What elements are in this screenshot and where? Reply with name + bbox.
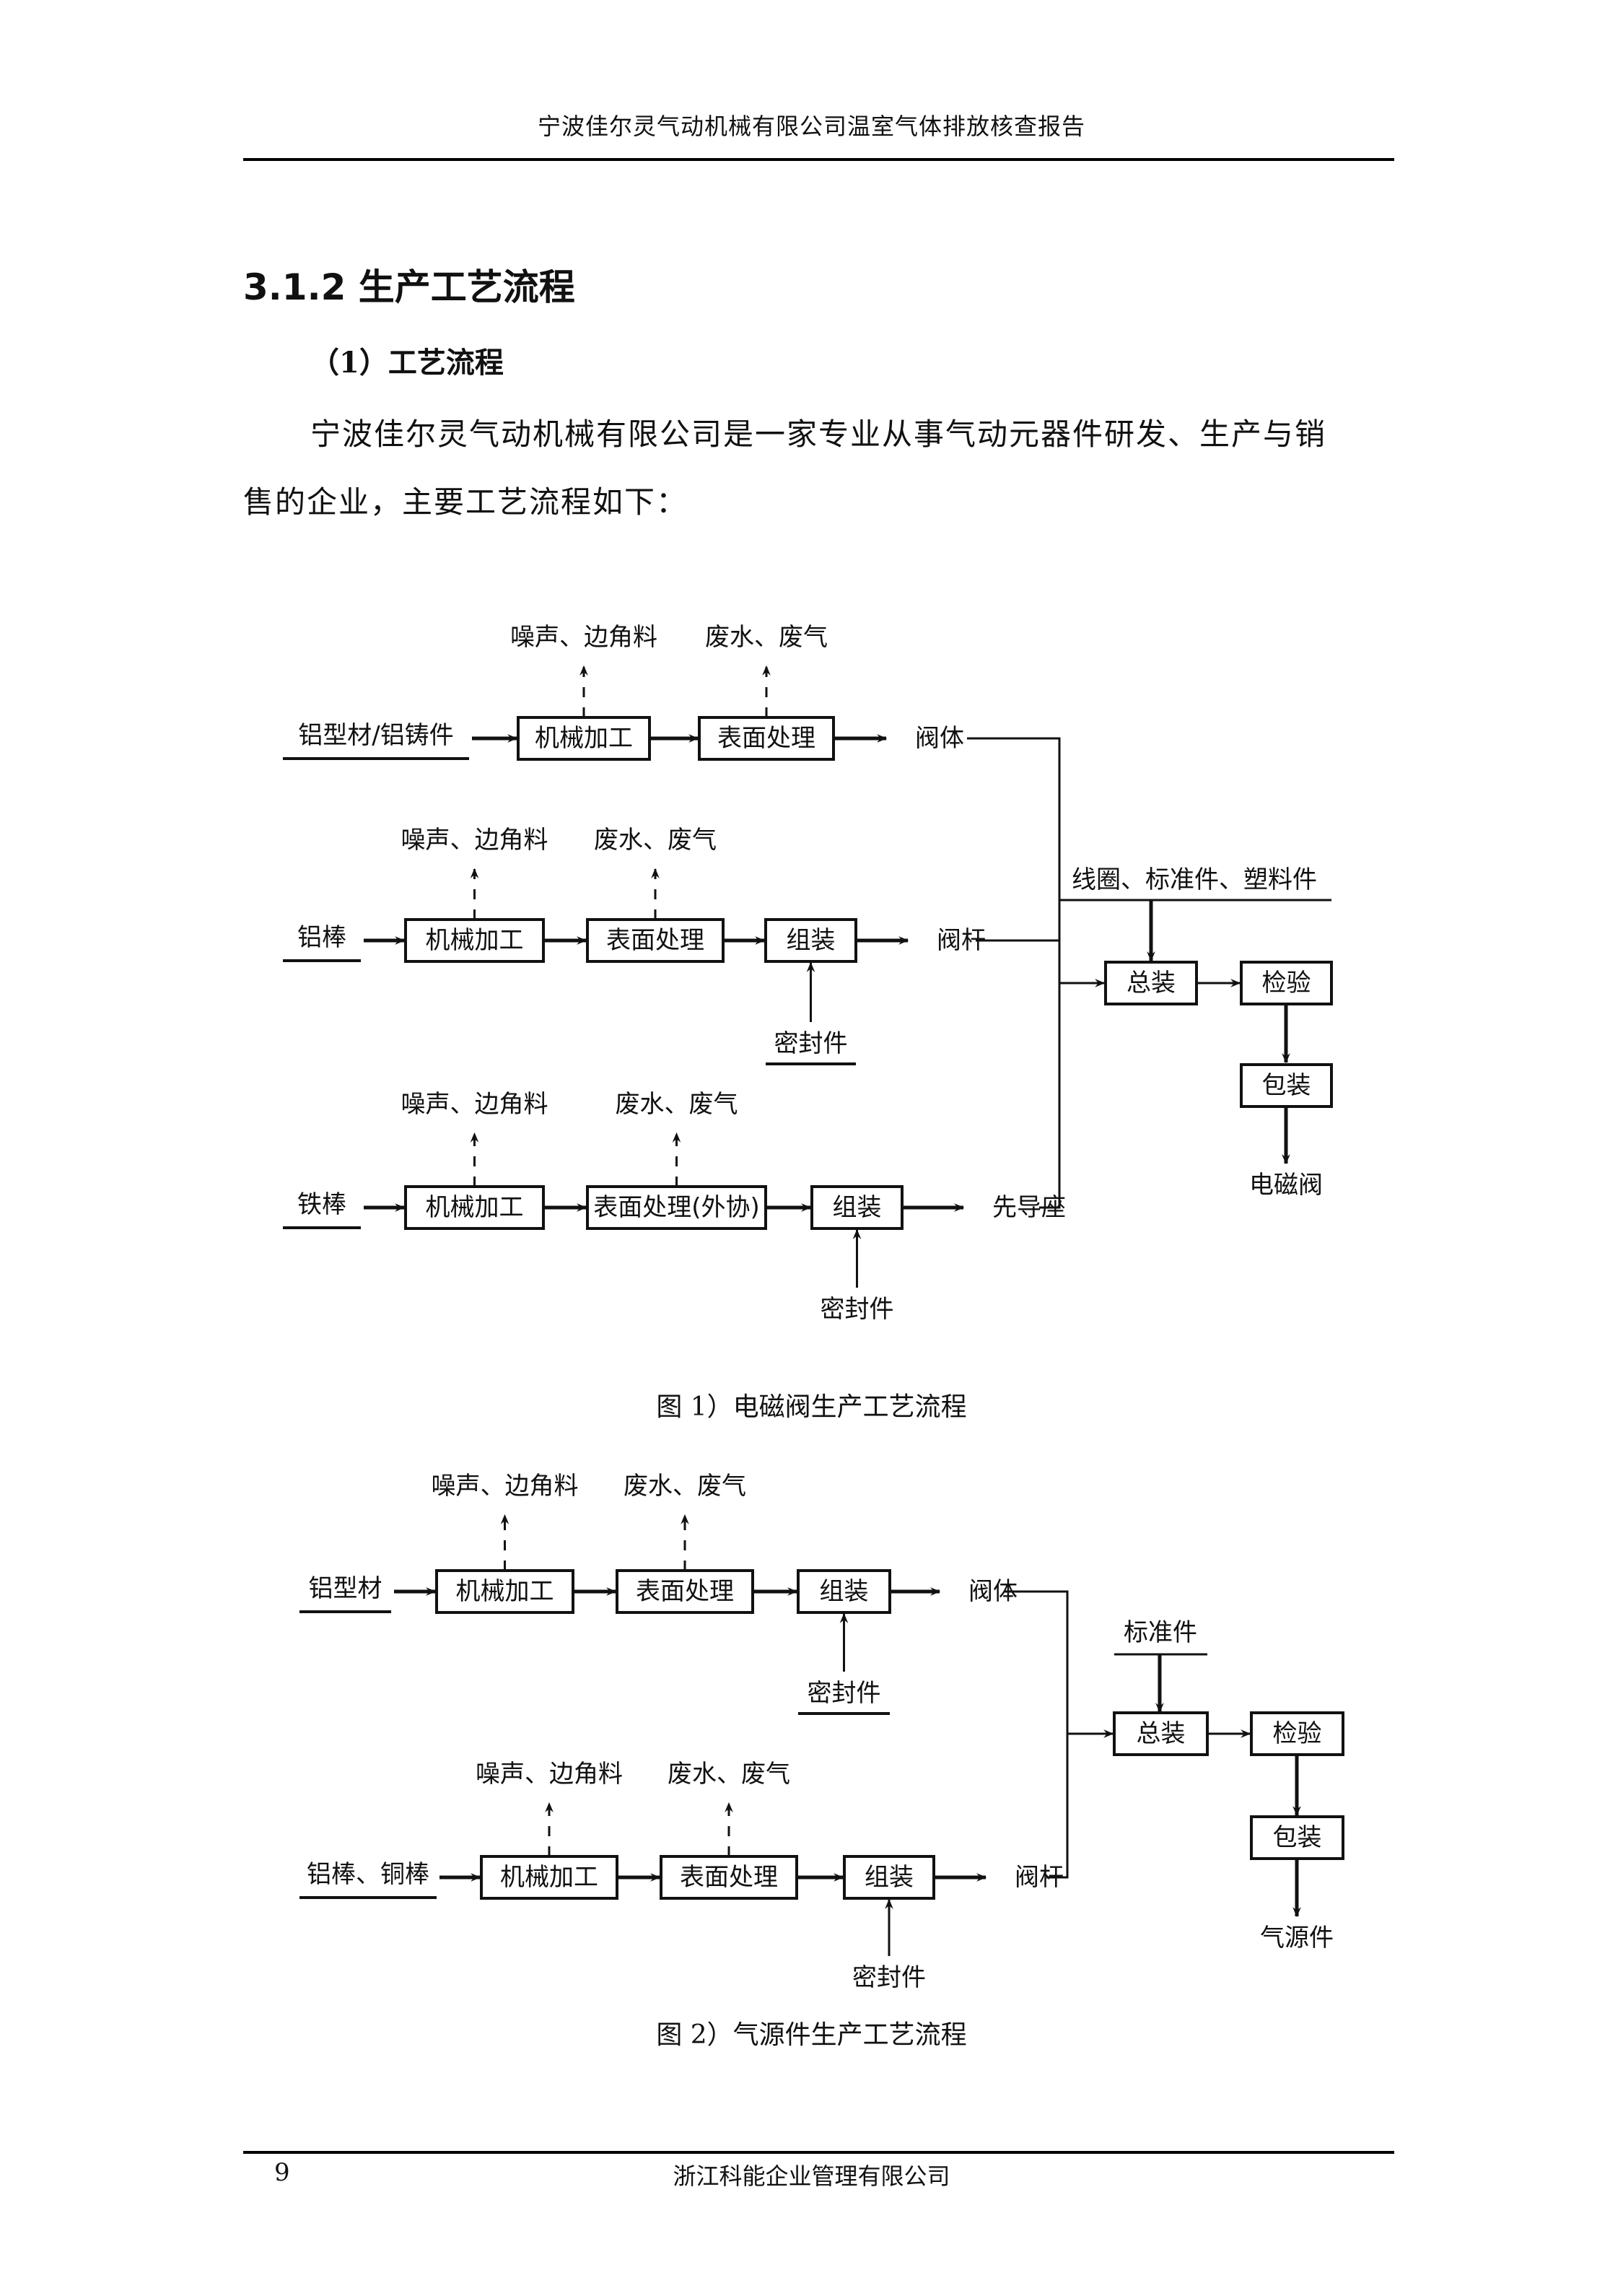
- fig1-row-3-step-1-box: [404, 1185, 545, 1230]
- fig1-row-3-step-3-label: 组装: [833, 1193, 882, 1222]
- fig2-row-2-step-2-label: 表面处理: [680, 1863, 778, 1892]
- fig1-merge-bus: [967, 737, 1061, 1209]
- footer-rule: [243, 2151, 1394, 2154]
- subsection-heading: （1）工艺流程: [310, 346, 504, 380]
- fig1-product-label: 电磁阀: [1249, 1171, 1323, 1200]
- fig1-row-1-step-2-label: 表面处理: [717, 724, 815, 753]
- figure-2-air-source-flow: 铝型材机械加工噪声、边角料表面处理废水、废气组装阀体密封件铝棒、铜棒机械加工噪声…: [299, 1472, 1344, 1992]
- fig1-row-3-emission-label-1: 噪声、边角料: [401, 1090, 548, 1119]
- fig1-final-assembly-label: 总装: [1127, 969, 1176, 998]
- fig1-row-2-side-input-label: 密封件: [774, 1029, 848, 1058]
- section-heading: 3.1.2 生产工艺流程: [243, 266, 575, 308]
- fig2-row-2-step-3-label: 组装: [865, 1863, 914, 1892]
- figure-1-caption: 图 1）电磁阀生产工艺流程: [656, 1392, 967, 1422]
- fig2-inspection-box: [1250, 1711, 1344, 1756]
- header-rule: [243, 158, 1394, 161]
- fig2-row-1-input-label: 铝型材: [309, 1574, 382, 1603]
- fig1-row-3-step-1-label: 机械加工: [426, 1193, 524, 1222]
- fig2-row-1-step-3-label: 组装: [820, 1577, 869, 1606]
- fig2-inspection-label: 检验: [1273, 1719, 1322, 1748]
- fig2-row-2-emission-label-1: 噪声、边角料: [476, 1760, 623, 1789]
- fig1-row-2-step-3-label: 组装: [787, 926, 836, 955]
- fig2-merge-bus: [1005, 1590, 1069, 1879]
- fig2-row-2-emission-label-2: 废水、废气: [668, 1760, 790, 1789]
- fig1-row-2-input-label: 铝棒: [297, 923, 346, 952]
- fig1-row-1-emission-label-1: 噪声、边角料: [510, 623, 657, 652]
- fig1-packaging-label: 包装: [1262, 1071, 1311, 1100]
- figure-2-caption: 图 2）气源件生产工艺流程: [656, 2020, 967, 2050]
- fig1-row-3-input-label: 铁棒: [297, 1190, 346, 1219]
- fig1-row-1-input-label: 铝型材/铝铸件: [298, 721, 453, 750]
- fig2-row-1-emission-label-1: 噪声、边角料: [432, 1472, 579, 1501]
- fig1-row-2-emission-label-2: 废水、废气: [594, 826, 717, 855]
- fig1-row-1-step-2-box: [698, 716, 835, 761]
- fig1-row-3-step-2-box: [586, 1185, 767, 1230]
- page-number: 9: [274, 2158, 290, 2187]
- fig2-packaging-box: [1250, 1815, 1344, 1860]
- fig2-row-1-side-input-label: 密封件: [808, 1679, 881, 1708]
- fig2-row-1-step-1-label: 机械加工: [456, 1577, 554, 1606]
- paragraph-line-1: 宁波佳尔灵气动机械有限公司是一家专业从事气动元器件研发、生产与销: [310, 416, 1327, 452]
- footer-company: 浙江科能企业管理有限公司: [673, 2162, 950, 2190]
- fig1-row-3-emission-label-2: 废水、废气: [616, 1090, 738, 1119]
- fig1-row-3-step-2-label: 表面处理(外协): [593, 1193, 760, 1222]
- fig1-assembly-input-label: 线圈、标准件、塑料件: [1072, 865, 1317, 894]
- fig2-row-1-emission-label-2: 废水、废气: [624, 1472, 746, 1501]
- fig2-row-2-input-label: 铝棒、铜棒: [307, 1860, 429, 1889]
- fig1-row-2-step-1-label: 机械加工: [426, 926, 524, 955]
- fig1-row-1-output-label: 阀体: [915, 724, 964, 753]
- fig1-final-assembly-box: [1104, 961, 1198, 1005]
- fig1-row-2-step-2-box: [586, 918, 725, 963]
- fig1-row-2-step-2-label: 表面处理: [606, 926, 704, 955]
- fig2-final-assembly-label: 总装: [1137, 1719, 1186, 1748]
- fig1-inspection-label: 检验: [1262, 969, 1311, 998]
- fig1-row-1-step-1-label: 机械加工: [535, 724, 633, 753]
- fig2-row-2-step-2-box: [660, 1855, 798, 1900]
- fig1-row-2-step-3-box: [764, 918, 857, 963]
- fig2-row-2-step-1-label: 机械加工: [500, 1863, 598, 1892]
- page-header-title: 宁波佳尔灵气动机械有限公司温室气体排放核查报告: [537, 113, 1085, 140]
- paragraph-line-2: 售的企业，主要工艺流程如下：: [243, 484, 688, 520]
- fig1-row-2-emission-label-1: 噪声、边角料: [401, 826, 548, 855]
- fig2-assembly-input-label: 标准件: [1124, 1618, 1197, 1647]
- fig1-inspection-box: [1240, 961, 1333, 1005]
- fig2-row-1-step-2-label: 表面处理: [636, 1577, 734, 1606]
- fig2-row-2-side-input-label: 密封件: [852, 1963, 926, 1992]
- fig1-row-3-side-input-label: 密封件: [821, 1295, 894, 1324]
- figure-1-solenoid-valve-flow: 铝型材/铝铸件机械加工噪声、边角料表面处理废水、废气阀体铝棒机械加工噪声、边角料…: [283, 623, 1333, 1324]
- fig1-row-1-emission-label-2: 废水、废气: [705, 623, 828, 652]
- fig2-packaging-label: 包装: [1273, 1823, 1322, 1852]
- fig2-product-label: 气源件: [1260, 1924, 1334, 1952]
